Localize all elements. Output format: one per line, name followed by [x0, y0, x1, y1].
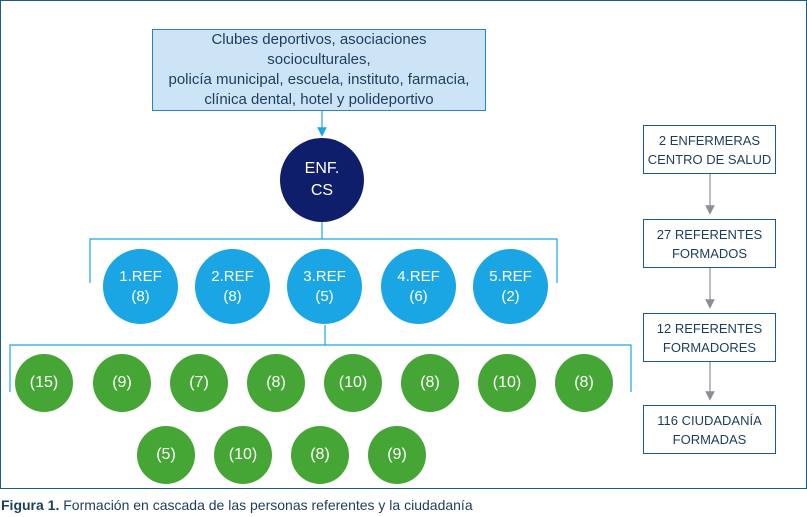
group-node: (8)	[401, 354, 459, 412]
referent-node-4: 4.REF (6)	[381, 249, 456, 324]
side-box-citizens: 116 CIUDADANÍA FORMADAS	[643, 405, 776, 454]
side-box-line1: 12 REFERENTES	[656, 320, 763, 336]
enf-cs-node: ENF. CS	[280, 138, 364, 222]
side-box-line1: 27 REFERENTES	[656, 226, 763, 242]
side-box-line1: 116 CIUDADANÍA	[657, 412, 762, 428]
referent-node-5: 5.REF (2)	[473, 249, 548, 324]
organizations-box: Clubes deportivos, asociaciones sociocul…	[152, 29, 486, 111]
group-node: (10)	[478, 354, 536, 412]
referent-count: (6)	[409, 287, 428, 305]
side-box-line2: CENTRO DE SALUD	[647, 151, 772, 167]
referent-count: (8)	[131, 287, 150, 305]
referent-label: 5.REF	[489, 267, 532, 285]
referent-count: (2)	[501, 287, 520, 305]
group-node: (7)	[170, 354, 228, 412]
referent-label: 2.REF	[211, 267, 254, 285]
group-node: (15)	[15, 354, 73, 412]
group-node: (10)	[324, 354, 382, 412]
group-node: (8)	[291, 426, 349, 484]
figure-caption: Figura 1. Formación en cascada de las pe…	[1, 497, 473, 513]
referent-count: (8)	[223, 287, 242, 305]
side-box-trained-referents: 27 REFERENTES FORMADOS	[643, 219, 776, 268]
side-box-nurses: 2 ENFERMERAS CENTRO DE SALUD	[643, 125, 776, 174]
referent-node-3: 3.REF (5)	[287, 249, 362, 324]
bracket-referents	[89, 238, 558, 283]
caption-label: Figura 1.	[1, 497, 60, 513]
group-node: (8)	[555, 354, 613, 412]
referent-node-1: 1.REF (8)	[103, 249, 178, 324]
referent-label: 3.REF	[303, 267, 346, 285]
bracket-groups	[9, 344, 632, 392]
side-box-line2: FORMADORES	[662, 339, 757, 355]
group-node: (10)	[214, 426, 272, 484]
referent-count: (5)	[315, 287, 334, 305]
enf-line2: CS	[310, 182, 334, 199]
referent-node-2: 2.REF (8)	[195, 249, 270, 324]
side-box-line2: FORMADOS	[671, 245, 748, 261]
group-node: (8)	[247, 354, 305, 412]
organizations-text: Clubes deportivos, asociaciones sociocul…	[168, 31, 470, 108]
enf-line1: ENF.	[304, 160, 340, 177]
caption-text: Formación en cascada de las personas ref…	[63, 497, 473, 513]
referent-label: 4.REF	[397, 267, 440, 285]
side-box-trainer-referents: 12 REFERENTES FORMADORES	[643, 313, 776, 362]
group-node: (9)	[93, 354, 151, 412]
side-box-line2: FORMADAS	[672, 431, 747, 447]
referent-label: 1.REF	[119, 267, 162, 285]
group-node: (9)	[368, 426, 426, 484]
side-box-line1: 2 ENFERMERAS	[658, 132, 761, 148]
group-node: (5)	[137, 426, 195, 484]
